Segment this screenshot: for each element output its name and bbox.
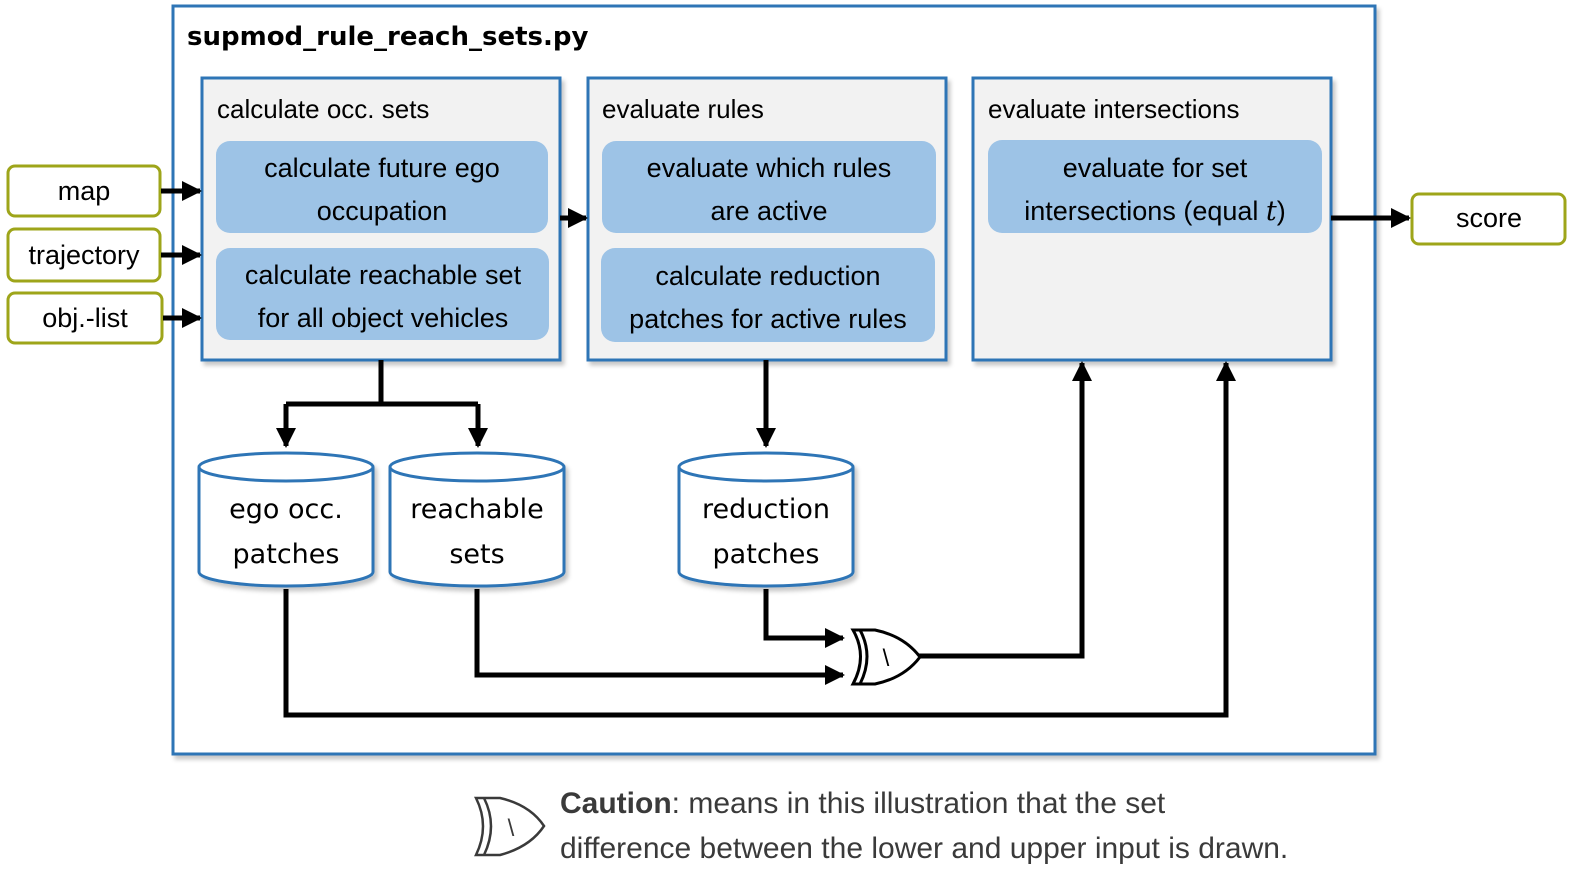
line-gate-to-intersections: [918, 361, 1092, 659]
stage-evaluate-rules: evaluate rules evaluate which rules are …: [586, 76, 948, 362]
script-title: supmod_rule_reach_sets.py: [187, 22, 588, 52]
input-label: map: [58, 176, 111, 206]
step-set-intersections: [988, 140, 1322, 233]
step-line: calculate reduction: [655, 261, 880, 291]
output-score: score: [1410, 192, 1567, 246]
store-label: reachable: [410, 494, 543, 525]
input-label: trajectory: [28, 240, 140, 270]
step-line: are active: [710, 196, 827, 226]
step-line: occupation: [317, 196, 448, 226]
caution-note-line2: difference between the lower and upper i…: [560, 832, 1288, 865]
store-label: ego occ.: [229, 494, 343, 525]
gate-symbol: \: [883, 645, 890, 672]
output-label: score: [1456, 203, 1522, 233]
caution-gate-icon: \: [473, 796, 546, 857]
step-line: intersections (equal t): [1024, 196, 1286, 227]
step-line: evaluate which rules: [647, 153, 892, 183]
step-line: patches for active rules: [629, 304, 907, 334]
line-reach-to-gate: [474, 589, 845, 685]
input-label: obj.-list: [42, 303, 128, 333]
set-difference-gate: \: [850, 628, 922, 686]
store-reduction-patches: [677, 451, 855, 588]
store-reachable-sets: [388, 451, 566, 588]
input-map: map: [6, 164, 162, 218]
store-label: reduction: [702, 494, 830, 525]
store-label: sets: [449, 539, 504, 570]
step-line: calculate future ego: [264, 153, 500, 183]
line-ego-to-intersections: [283, 361, 1236, 718]
input-trajectory: trajectory: [6, 227, 162, 283]
step-active-rules: [602, 141, 936, 233]
caution-note: Caution: means in this illustration that…: [560, 787, 1166, 820]
step-reduction-patches: [601, 248, 935, 342]
line-reduction-to-gate: [763, 589, 845, 648]
connectors: [161, 181, 1411, 718]
stage-title: calculate occ. sets: [217, 94, 429, 124]
store-label: patches: [233, 539, 340, 570]
step-line: calculate reachable set: [245, 260, 522, 290]
stage-calculate-occ-sets: calculate occ. sets calculate future ego…: [200, 76, 562, 362]
stage-title: evaluate rules: [602, 94, 764, 124]
step-future-ego-occupation: [216, 141, 548, 233]
stage-title: evaluate intersections: [988, 94, 1239, 124]
step-reachable-set: [216, 248, 549, 340]
input-obj-list: obj.-list: [6, 291, 164, 345]
step-line: evaluate for set: [1063, 153, 1248, 183]
time-variable: t: [1266, 196, 1277, 227]
stage-evaluate-intersections: evaluate intersections evaluate for set …: [971, 76, 1333, 362]
step-line: for all object vehicles: [258, 303, 509, 333]
gate-symbol: \: [508, 815, 515, 842]
caution-label: Caution: [560, 787, 672, 820]
store-label: patches: [713, 539, 820, 570]
store-ego-occ-patches: [197, 451, 375, 588]
